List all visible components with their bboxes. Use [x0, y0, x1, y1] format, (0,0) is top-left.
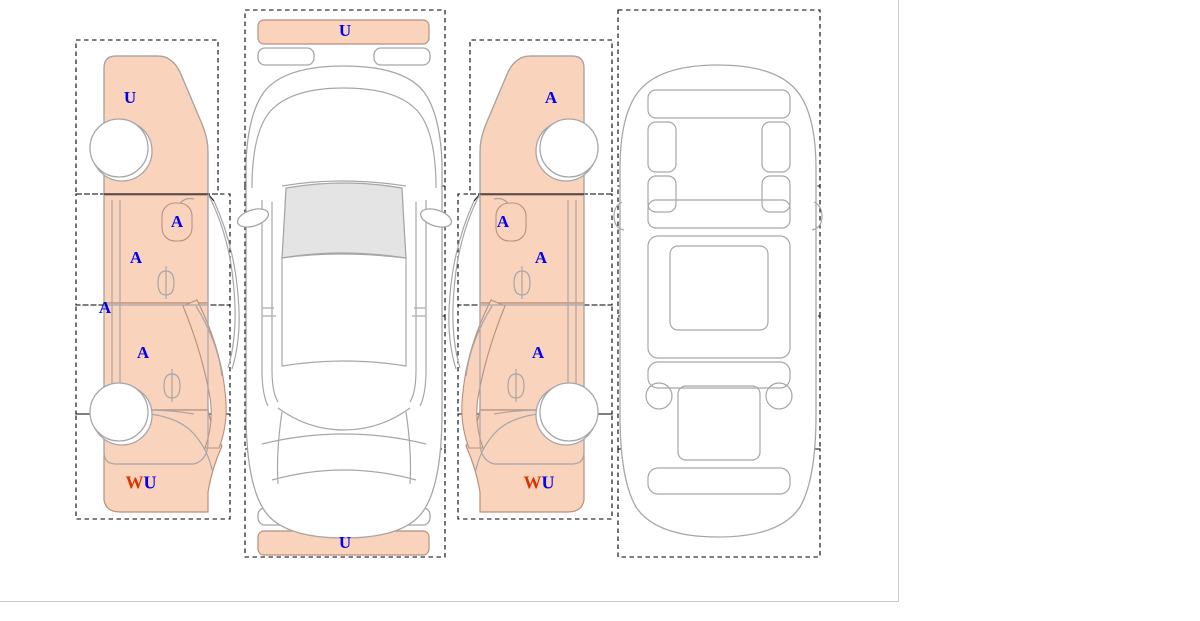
top-right-mirror: [419, 208, 453, 228]
right-mirror[interactable]: [493, 197, 527, 242]
right-rear-wheel: [535, 382, 599, 446]
left-door-handles: [157, 266, 181, 402]
left-rear-wheel: [89, 382, 153, 446]
front-bumper-highlight: [257, 19, 430, 45]
left-front-wheel: [89, 118, 153, 182]
top-view[interactable]: [235, 9, 453, 558]
right-front-wheel: [535, 118, 599, 182]
top-view-body: [236, 65, 453, 539]
right-side-body-outline: [448, 55, 585, 471]
left-mirror[interactable]: [161, 197, 195, 242]
front-left-lamp: [257, 47, 315, 66]
left-side-view[interactable]: [75, 39, 240, 520]
left-side-body-outline: [103, 55, 240, 471]
right-door-handles: [507, 266, 531, 402]
front-right-lamp: [373, 47, 431, 66]
right-side-view[interactable]: [448, 39, 613, 520]
underbody-view[interactable]: [613, 9, 823, 558]
underbody-body: [613, 64, 823, 538]
top-left-mirror: [236, 208, 270, 228]
